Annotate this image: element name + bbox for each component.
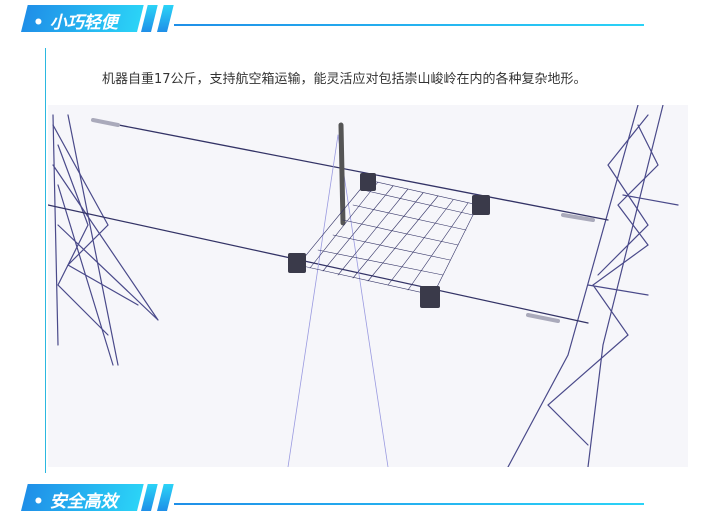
net-mesh bbox=[309, 181, 474, 291]
header-divider bbox=[174, 24, 644, 26]
robot-unit bbox=[288, 253, 306, 273]
transmission-tower-right bbox=[507, 104, 679, 468]
description-text: 机器自重17公斤，支持航空箱运输，能灵活应对包括崇山峻岭在内的各种复杂地形。 bbox=[102, 72, 587, 87]
insulators bbox=[91, 118, 595, 323]
safety-net bbox=[297, 179, 479, 296]
decor-stripe bbox=[157, 484, 174, 511]
robot-render-image bbox=[47, 104, 688, 468]
decor-stripe bbox=[157, 5, 174, 32]
decor-stripe bbox=[141, 5, 158, 32]
utility-pole bbox=[338, 122, 346, 226]
robot-unit bbox=[420, 286, 440, 308]
section-header-safe-efficient: • 安全高效 bbox=[21, 484, 644, 512]
content-left-border bbox=[45, 48, 46, 473]
decor-stripe bbox=[141, 484, 158, 511]
power-lines bbox=[47, 119, 609, 324]
section-title: • 安全高效 bbox=[33, 492, 118, 512]
robot-unit bbox=[472, 195, 490, 215]
robot-unit bbox=[360, 173, 376, 191]
transmission-tower-left bbox=[52, 114, 159, 366]
section-header-lightweight: • 小巧轻便 bbox=[21, 5, 644, 33]
section-title: • 小巧轻便 bbox=[33, 13, 118, 33]
robot-units bbox=[288, 173, 490, 308]
header-divider bbox=[174, 503, 644, 505]
